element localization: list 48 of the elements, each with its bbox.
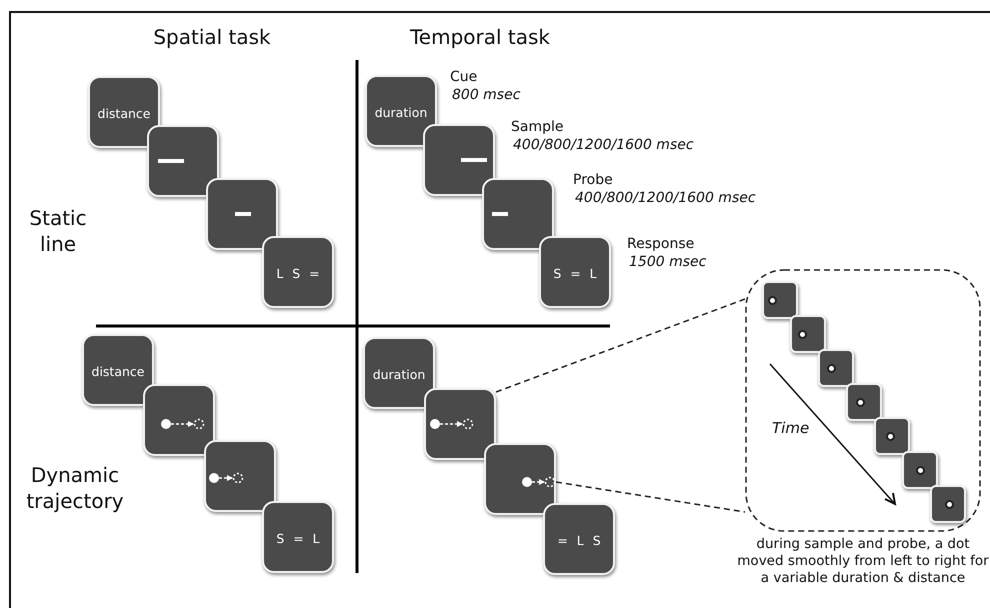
frame-screen bbox=[930, 485, 966, 523]
display-screen bbox=[262, 236, 334, 308]
leader-line bbox=[496, 298, 746, 393]
frame-screen bbox=[902, 451, 938, 489]
screen-text: = L S bbox=[556, 533, 602, 548]
phase-label: Response bbox=[627, 235, 694, 253]
frame-screen bbox=[790, 315, 826, 353]
phase-label: Probe bbox=[573, 171, 613, 189]
duration-label: 400/800/1200/1600 msec bbox=[513, 136, 694, 154]
screen-text: L S = bbox=[275, 266, 321, 281]
frame-screen bbox=[846, 383, 882, 421]
screen-text: S = L bbox=[552, 266, 598, 281]
display-screen bbox=[88, 76, 160, 148]
axis-label: Time bbox=[772, 419, 810, 437]
column-heading: Temporal task bbox=[408, 24, 552, 50]
phase-label: Cue bbox=[450, 68, 478, 86]
frame-screen bbox=[818, 349, 854, 387]
duration-label: 1500 msec bbox=[629, 253, 706, 271]
phase-label: Sample bbox=[511, 118, 564, 136]
screen-text: distance bbox=[90, 364, 146, 379]
duration-label: 800 msec bbox=[452, 86, 520, 104]
display-screen bbox=[204, 440, 276, 512]
display-screen bbox=[82, 334, 154, 406]
column-heading: Spatial task bbox=[152, 24, 272, 50]
display-screen bbox=[147, 125, 219, 197]
inset-frame bbox=[745, 269, 981, 532]
row-heading: Dynamic trajectory bbox=[25, 462, 125, 514]
screen-text: duration bbox=[374, 105, 428, 120]
display-screen bbox=[543, 503, 615, 575]
display-screen bbox=[423, 124, 495, 196]
screen-text: duration bbox=[372, 367, 426, 382]
display-screen bbox=[539, 236, 611, 308]
row-heading: Static line bbox=[28, 205, 88, 257]
caption-text: during sample and probe, a dot moved smoothly from left to right for a variable duration & distance bbox=[736, 536, 990, 587]
leader-line bbox=[556, 481, 746, 513]
display-screen bbox=[482, 178, 554, 250]
screen-text: distance bbox=[96, 106, 152, 121]
display-screen bbox=[484, 443, 556, 515]
display-screen bbox=[143, 384, 215, 456]
frame-screen bbox=[874, 417, 910, 455]
display-screen bbox=[206, 178, 278, 250]
display-screen bbox=[363, 337, 435, 409]
display-screen bbox=[424, 388, 496, 460]
display-screen bbox=[262, 501, 334, 573]
duration-label: 400/800/1200/1600 msec bbox=[575, 189, 756, 207]
frame-screen bbox=[762, 281, 798, 319]
display-screen bbox=[365, 75, 437, 147]
screen-text: S = L bbox=[275, 531, 321, 546]
